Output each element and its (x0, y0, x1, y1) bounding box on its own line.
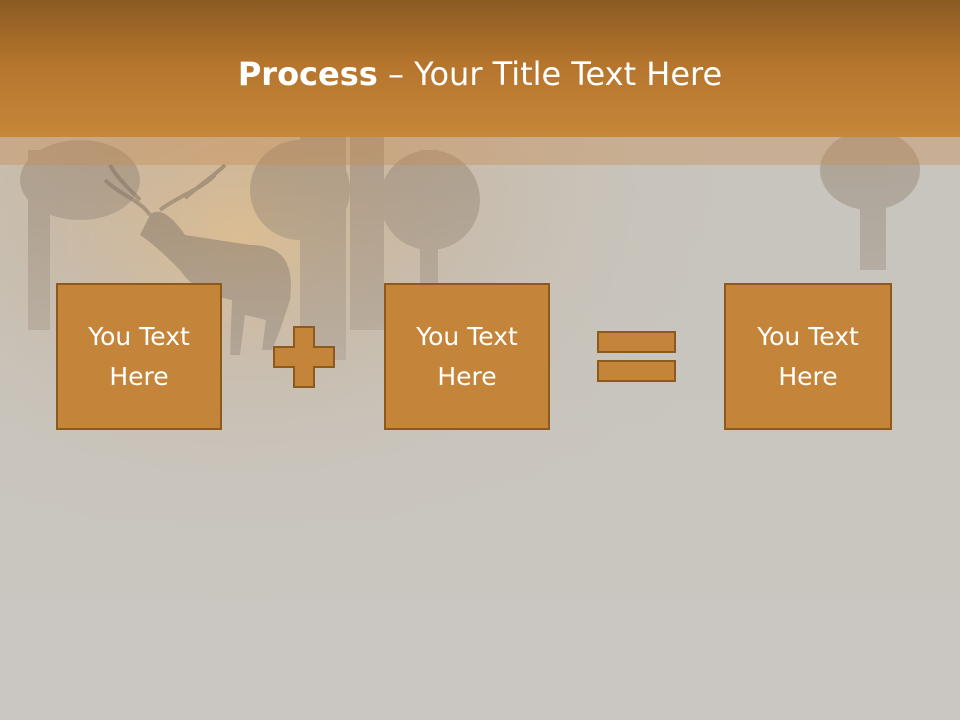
slide-title[interactable]: Process – Your Title Text Here (0, 50, 960, 98)
title-bold: Process (237, 55, 378, 93)
box-1-line-1: You Text (88, 321, 190, 351)
title-band (0, 137, 960, 165)
box-3-line-1: You Text (757, 321, 859, 351)
box-3-text: You Text Here (748, 317, 868, 397)
box-3-line-2: Here (778, 361, 838, 391)
box-2-line-2: Here (437, 361, 497, 391)
title-rest: – Your Title Text Here (377, 55, 723, 93)
plus-icon (273, 326, 335, 388)
process-box-1[interactable]: You Text Here (56, 283, 222, 430)
process-box-3[interactable]: You Text Here (724, 283, 892, 430)
box-2-text: You Text Here (407, 317, 527, 397)
title-bar (0, 0, 960, 137)
box-2-line-1: You Text (416, 321, 518, 351)
process-box-2[interactable]: You Text Here (384, 283, 550, 430)
box-1-line-2: Here (109, 361, 169, 391)
box-1-text: You Text Here (79, 317, 199, 397)
equals-icon (597, 331, 676, 382)
